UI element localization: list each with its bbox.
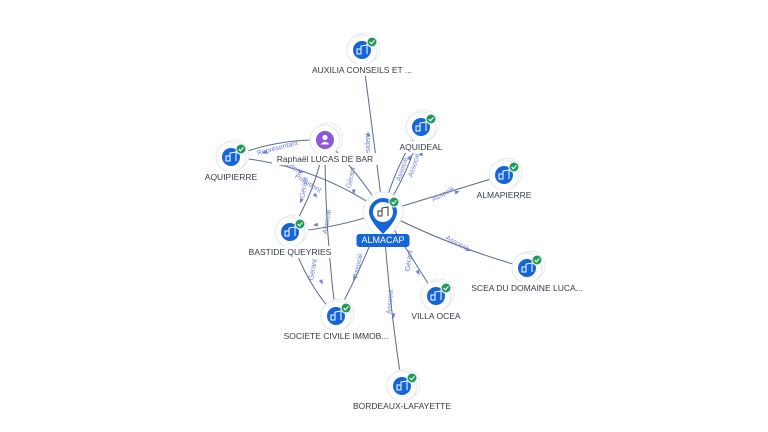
edge-arrow xyxy=(366,131,371,137)
building-icon xyxy=(330,310,342,321)
node-societe[interactable]: SOCIETE CIVILE IMMOB... xyxy=(278,298,394,342)
edge-arrow xyxy=(391,313,396,319)
node-label: AUXILIA CONSEILS ET ... xyxy=(312,65,412,75)
node-bastide[interactable]: BASTIDE QUEYRIES xyxy=(243,214,337,258)
edge-label: Gérant xyxy=(405,250,415,272)
edge-label: Associé xyxy=(353,253,365,279)
node-label-badge xyxy=(356,234,410,247)
edge-arrow xyxy=(353,275,358,282)
node-label: BORDEAUX-LAFAYETTE xyxy=(353,401,451,411)
node-label-bg xyxy=(271,153,379,165)
edge-arrow xyxy=(261,150,268,155)
node-label: SOCIETE CIVILE IMMOB... xyxy=(284,331,389,341)
node-label: SCEA DU DOMAINE LUCA... xyxy=(471,283,582,293)
edge-arrow xyxy=(298,169,304,173)
verified-check-icon xyxy=(235,143,247,155)
node-label: ALMACAP xyxy=(361,235,404,245)
edge-label: Gérant xyxy=(308,259,319,281)
node-label: BASTIDE QUEYRIES xyxy=(249,247,332,257)
verified-check-icon xyxy=(425,113,437,125)
verified-check-icon xyxy=(508,161,520,173)
verified-check-icon xyxy=(294,218,306,230)
node-almacap[interactable]: ALMACAP xyxy=(356,191,410,247)
node-scea[interactable]: SCEA DU DOMAINE LUCA... xyxy=(466,250,588,294)
nodes-layer: ALMACAP AUXILIA CONSEILS ET ... Raphaël LU… xyxy=(199,32,588,412)
edge-arrow xyxy=(454,190,460,195)
building-icon xyxy=(430,290,442,301)
verified-check-icon xyxy=(340,302,352,314)
person-icon xyxy=(320,134,330,145)
node-label-bg xyxy=(347,400,457,412)
edge-arrow xyxy=(312,192,318,198)
edge-arrow xyxy=(465,247,472,252)
building-icon xyxy=(284,226,296,237)
node-label-bg xyxy=(466,282,588,294)
verified-check-icon xyxy=(406,372,418,384)
verified-check-icon xyxy=(366,36,378,48)
building-icon xyxy=(356,44,368,55)
node-label-bg xyxy=(471,189,537,201)
building-icon xyxy=(225,151,237,162)
edge-label: Associé xyxy=(431,186,456,204)
edge-label: Président xyxy=(293,173,322,195)
building-icon xyxy=(498,169,510,180)
building-icon xyxy=(415,121,427,132)
node-auxilia[interactable]: AUXILIA CONSEILS ET ... xyxy=(307,32,417,76)
verified-check-icon xyxy=(440,282,452,294)
edge-arrow xyxy=(406,154,411,161)
node-aquideal[interactable]: AQUIDEAL xyxy=(394,109,448,153)
node-label-bg xyxy=(394,141,448,153)
node-label: VILLA OCEA xyxy=(411,311,460,321)
node-almapierre[interactable]: ALMAPIERRE xyxy=(471,157,537,201)
building-icon xyxy=(377,206,389,217)
edge-arrow xyxy=(312,222,319,227)
edge-arrow xyxy=(415,269,420,275)
edge-arrow xyxy=(318,279,323,285)
building-icon xyxy=(396,380,408,391)
node-label-bg xyxy=(199,171,263,183)
verified-check-icon xyxy=(531,254,543,266)
edge-label: Associé xyxy=(444,235,469,253)
node-bordeaux[interactable]: BORDEAUX-LAFAYETTE xyxy=(347,368,457,412)
edge-label: Gérant xyxy=(346,166,357,188)
node-label: AQUIDEAL xyxy=(400,142,443,152)
node-label-bg xyxy=(307,64,417,76)
edge-arrow xyxy=(300,198,304,204)
edge-label: Président xyxy=(365,133,372,163)
node-label-bg xyxy=(278,330,394,342)
building-icon xyxy=(521,262,533,273)
edge-label: Gérant xyxy=(299,177,310,199)
verified-check-icon xyxy=(388,196,400,208)
edge-arrow xyxy=(351,189,356,195)
node-label-bg xyxy=(243,246,337,258)
node-villa[interactable]: VILLA OCEA xyxy=(406,278,466,322)
node-label-bg xyxy=(406,310,466,322)
node-label: ALMAPIERRE xyxy=(477,190,532,200)
node-raphael[interactable]: Raphaël LUCAS DE BAR xyxy=(271,122,379,165)
node-label: Raphaël LUCAS DE BAR xyxy=(277,154,373,164)
node-label: AQUIPIERRE xyxy=(205,172,258,182)
edge-label: Associé xyxy=(386,289,395,314)
node-aquipierre[interactable]: AQUIPIERRE xyxy=(199,139,263,183)
